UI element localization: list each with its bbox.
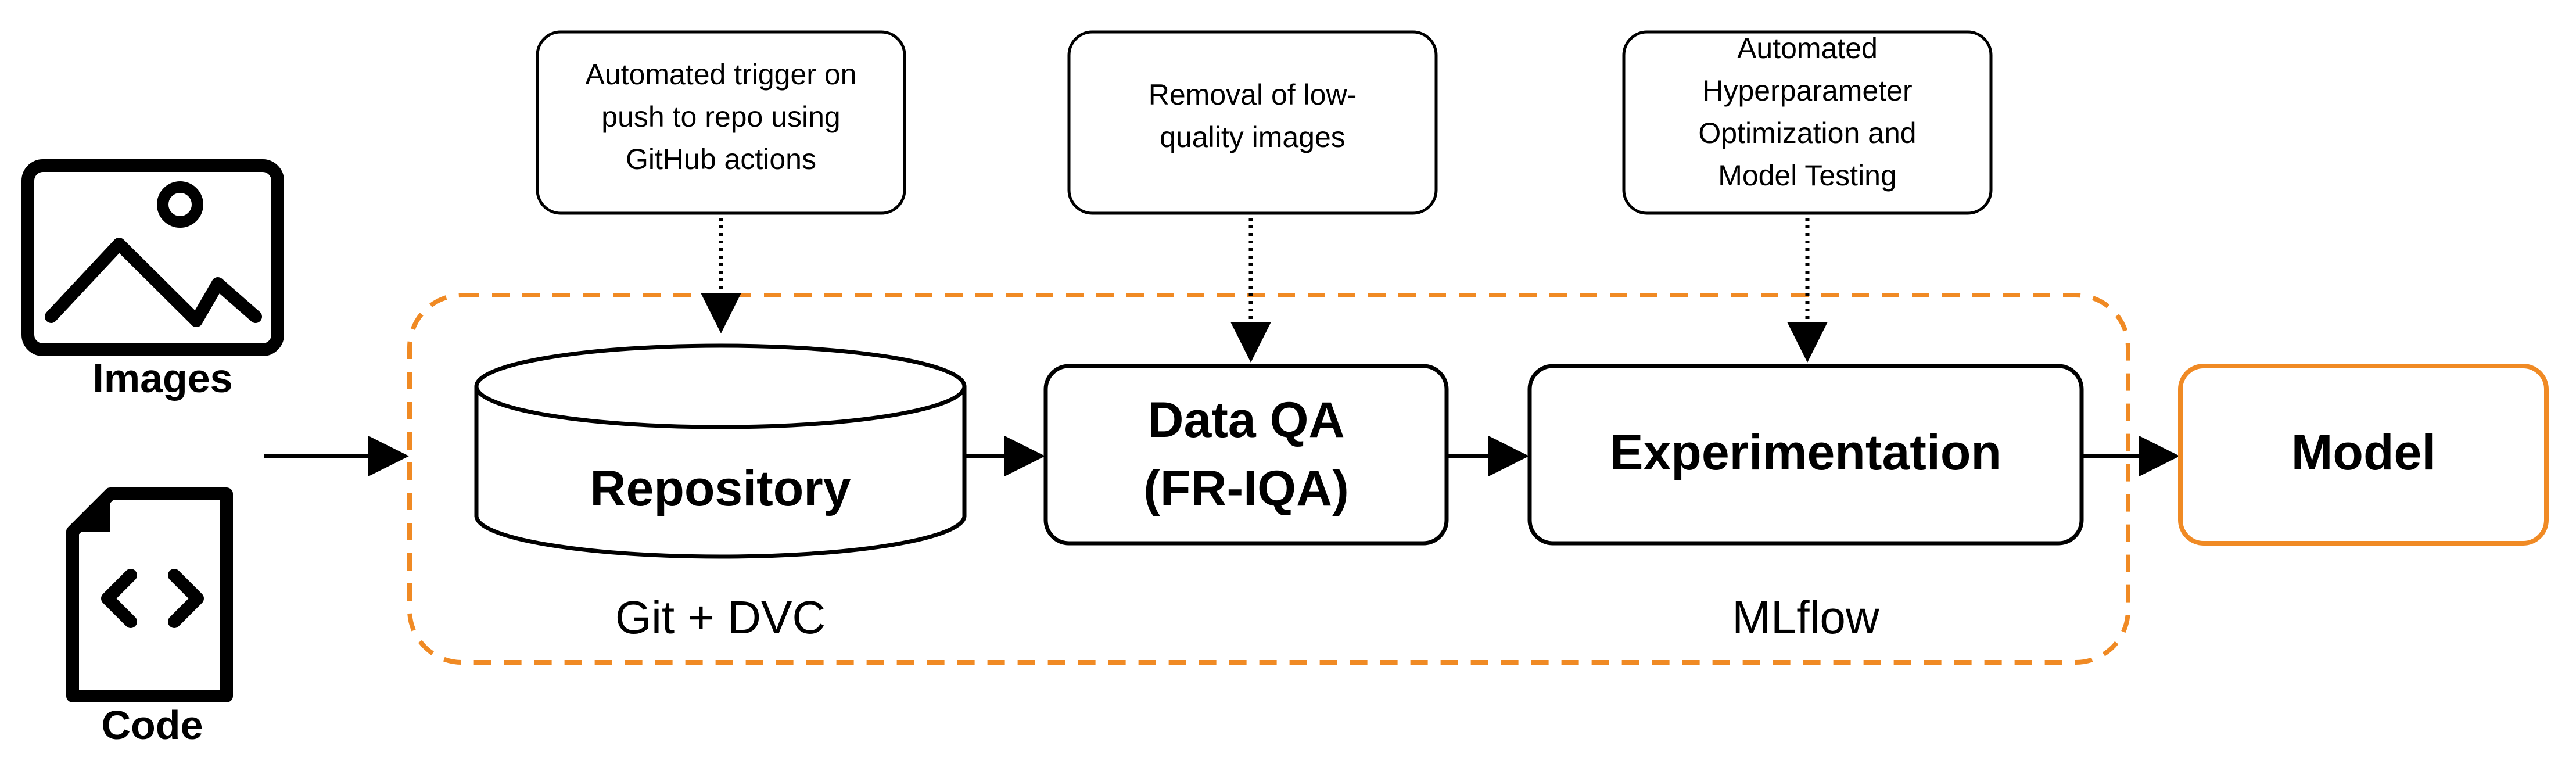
hpo-annotation: Automated Hyperparameter Optimization an… [1622, 30, 1993, 215]
model-box [2178, 364, 2549, 546]
removal-line-2: quality images [1160, 121, 1346, 153]
trigger-line-3: GitHub actions [626, 143, 816, 175]
trigger-line-1: Automated trigger on [586, 58, 857, 91]
code-file-icon [66, 487, 233, 702]
removal-annotation: Removal of low- quality images [1067, 30, 1438, 215]
hpo-line-3: Optimization and [1698, 117, 1916, 149]
hpo-line-4: Model Testing [1718, 159, 1897, 192]
repository-cylinder [474, 343, 967, 559]
trigger-line-2: push to repo using [601, 101, 840, 133]
experimentation-label: Experimentation [1610, 425, 2001, 480]
repository-tool-label: Git + DVC [615, 591, 826, 643]
repository-label: Repository [590, 461, 851, 517]
image-icon [21, 159, 284, 356]
code-label: Code [102, 702, 203, 748]
model-label: Model [2291, 425, 2435, 480]
trigger-annotation: Automated trigger on push to repo using … [536, 30, 906, 215]
data-qa-method-label: (FR-IQA) [1143, 461, 1348, 517]
removal-line-1: Removal of low- [1149, 78, 1357, 111]
hpo-line-1: Automated [1737, 32, 1878, 64]
data-qa-label: Data QA [1147, 392, 1344, 448]
images-label: Images [92, 356, 232, 401]
pipeline-boundary [407, 293, 2130, 665]
experiment-tool-label: MLflow [1732, 591, 1879, 643]
hpo-line-2: Hyperparameter [1702, 74, 1912, 107]
